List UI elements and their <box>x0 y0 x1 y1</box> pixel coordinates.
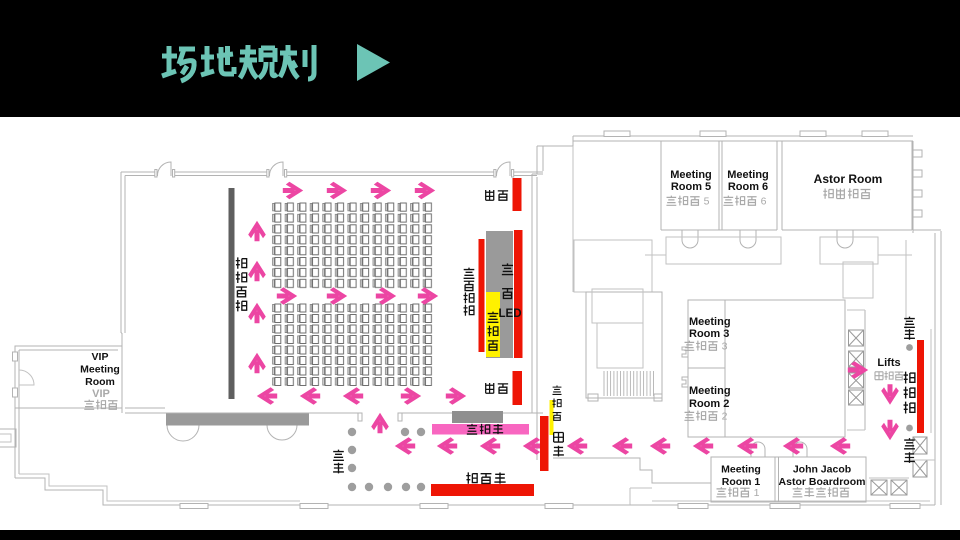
svg-text:1: 1 <box>754 487 760 499</box>
svg-text:Meeting: Meeting <box>689 316 731 328</box>
svg-text:John Jacob: John Jacob <box>793 464 851 476</box>
svg-text:2: 2 <box>722 411 728 423</box>
svg-text:Meeting: Meeting <box>721 464 761 476</box>
svg-text:Astor Room: Astor Room <box>814 172 883 186</box>
svg-text:5: 5 <box>704 196 710 208</box>
svg-text:Room: Room <box>85 376 115 388</box>
svg-text:6: 6 <box>761 196 767 208</box>
svg-text:Lifts: Lifts <box>877 357 900 369</box>
svg-text:Meeting: Meeting <box>689 385 731 397</box>
svg-text:Meeting: Meeting <box>670 169 712 181</box>
svg-text:Room 5: Room 5 <box>671 181 711 193</box>
svg-text:Meeting: Meeting <box>727 169 769 181</box>
svg-text:3: 3 <box>722 341 728 353</box>
svg-text:Room 2: Room 2 <box>689 398 729 410</box>
svg-text:Room 1: Room 1 <box>722 476 761 488</box>
svg-text:VIP: VIP <box>92 351 109 363</box>
svg-text:Meeting: Meeting <box>80 364 120 376</box>
svg-text:VIP: VIP <box>92 388 110 400</box>
svg-text:Room 6: Room 6 <box>728 181 768 193</box>
svg-text:Astor Boardroom: Astor Boardroom <box>779 476 866 488</box>
svg-text:Room 3: Room 3 <box>689 328 729 340</box>
svg-text:LED: LED <box>499 308 522 320</box>
